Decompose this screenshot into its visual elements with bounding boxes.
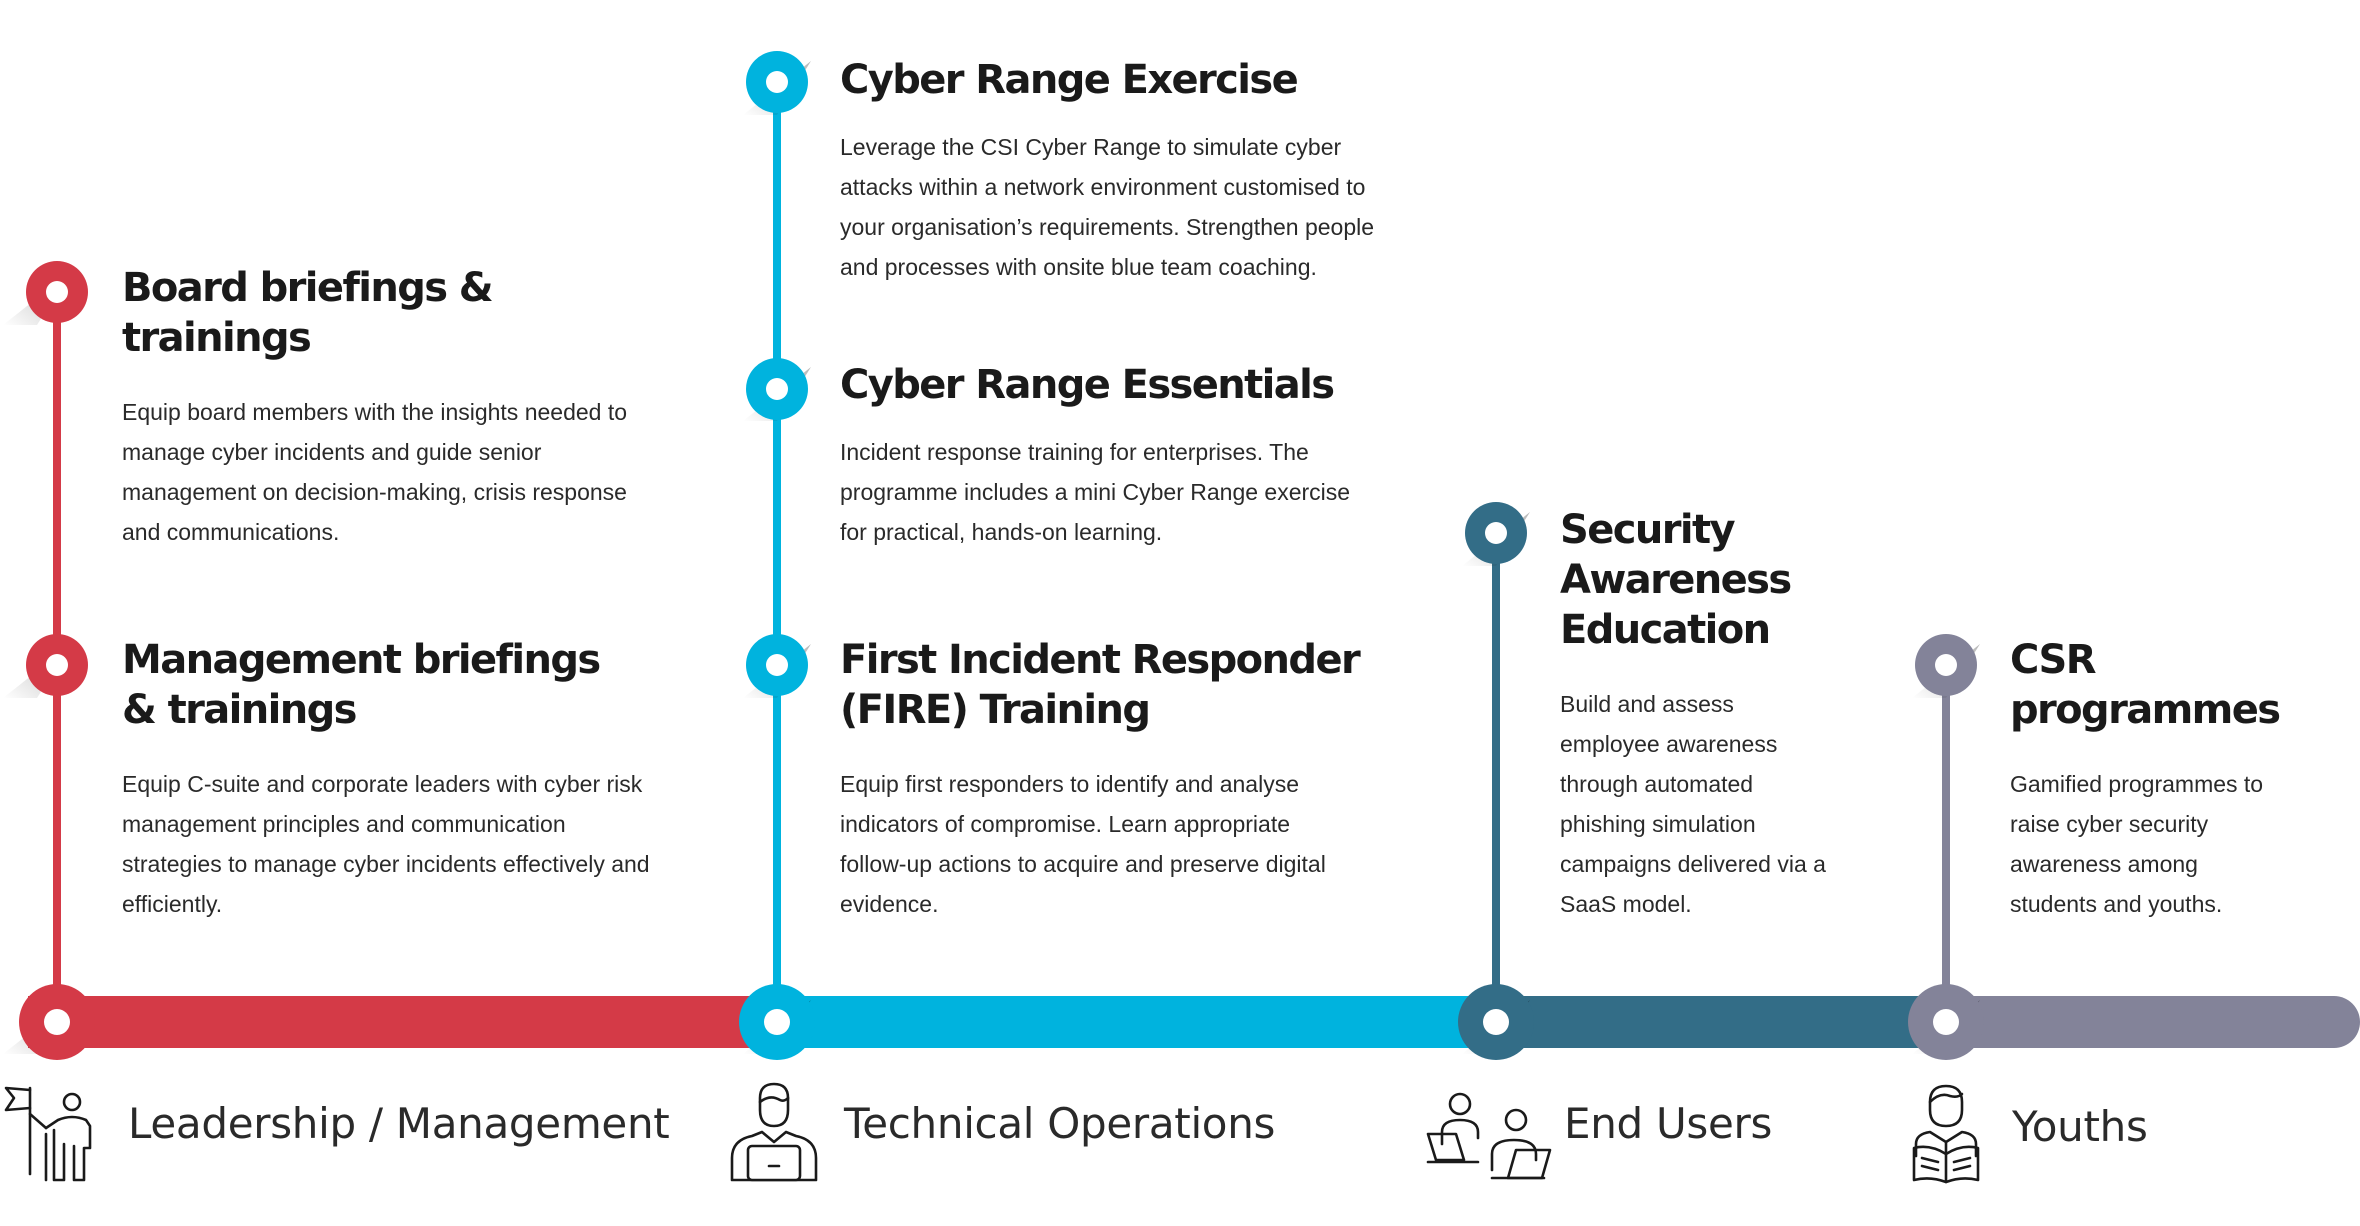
category-label-technical: Technical Operations [844,1099,1276,1148]
cyber-range-essentials-description: Incident response training for enterpris… [840,432,1350,552]
description-line: attacks within a network environment cus… [840,174,1366,200]
description-line: follow-up actions to acquire and preserv… [840,851,1326,877]
management-briefings-title: Management briefings & trainings [122,635,601,735]
description-line: management on decision-making, crisis re… [122,479,627,505]
description-line: Equip board members with the insights ne… [122,399,628,425]
description-line: Build and assess [1560,691,1734,717]
title-line: trainings [122,315,312,361]
description-line: raise cyber security [2010,811,2209,837]
title-line: & trainings [122,687,357,733]
title-line: CSR [2010,637,2097,683]
description-line: students and youths. [2010,891,2223,917]
node-technical-bar [739,984,815,1060]
description-line: for practical, hands-on learning. [840,519,1163,545]
description-line: your organisation’s requirements. Streng… [840,214,1375,240]
title-line: Education [1560,607,1771,653]
node-board-briefings [26,261,88,323]
title-line: Awareness [1560,557,1792,603]
description-line: Equip C-suite and corporate leaders with… [122,771,643,797]
node-leadership-bar [19,984,95,1060]
description-line: manage cyber incidents and guide senior [122,439,542,465]
node-end-users-bar [1458,984,1534,1060]
description-line: and communications. [122,519,340,545]
cyber-range-essentials-title: Cyber Range Essentials [840,360,1335,410]
timeline-bar-end-cap [2308,996,2360,1048]
description-line: strategies to manage cyber incidents eff… [122,851,650,877]
timeline-bar-end-users [1490,996,1960,1048]
board-briefings-title: Board briefings & trainings [122,263,494,363]
description-line: management principles and communication [122,811,566,837]
node-management-briefings [26,634,88,696]
node-fire-training [746,634,808,696]
stem-technical [773,80,781,1022]
board-briefings-description: Equip board members with the insights ne… [122,392,627,552]
description-line: and processes with onsite blue team coac… [840,254,1317,280]
description-line: employee awareness [1560,731,1778,757]
users-laptops-icon [1426,1092,1552,1180]
csr-programmes-title: CSR programmes [2010,635,2281,735]
node-youths-bar [1908,984,1984,1060]
cyber-range-exercise-title: Cyber Range Exercise [840,55,1299,105]
title-line: First Incident Responder [840,637,1361,683]
fire-training-title: First Incident Responder (FIRE) Training [840,635,1361,735]
title-line: Cyber Range Essentials [840,362,1335,408]
category-label-youths: Youths [2012,1102,2148,1151]
stem-end-users [1492,532,1500,1022]
node-cyber-range-essentials [746,358,808,420]
node-security-awareness [1465,502,1527,564]
cyber-range-exercise-description: Leverage the CSI Cyber Range to simulate… [840,127,1374,287]
student-book-icon [1912,1084,1980,1184]
node-cyber-range-exercise [746,51,808,113]
management-briefings-description: Equip C-suite and corporate leaders with… [122,764,650,924]
timeline-bar-technical [770,996,1510,1048]
leader-flag-icon [4,1086,92,1182]
title-line: programmes [2010,687,2281,733]
description-line: Gamified programmes to [2010,771,2264,797]
description-line: through automated [1560,771,1754,797]
security-awareness-description: Build and assess employee awareness thro… [1560,684,1826,924]
node-csr-programmes [1915,634,1977,696]
title-line: Security [1560,507,1736,553]
category-label-end-users: End Users [1564,1099,1773,1148]
title-line: Cyber Range Exercise [840,57,1299,103]
stem-youths [1942,664,1950,1022]
description-line: programme includes a mini Cyber Range ex… [840,479,1351,505]
fire-training-description: Equip first responders to identify and a… [840,764,1326,924]
title-line: (FIRE) Training [840,687,1151,733]
title-line: Board briefings & [122,265,494,311]
timeline-bar-youths [1940,996,2334,1048]
description-line: campaigns delivered via a [1560,851,1826,877]
description-line: awareness among [2010,851,2198,877]
category-label-leadership: Leadership / Management [128,1099,670,1148]
description-line: SaaS model. [1560,891,1692,917]
title-line: Management briefings [122,637,601,683]
security-awareness-title: Security Awareness Education [1560,505,1792,655]
timeline-bar-leadership [28,996,790,1048]
csr-programmes-description: Gamified programmes to raise cyber secur… [2010,764,2263,924]
person-laptop-icon [730,1082,818,1182]
description-line: Incident response training for enterpris… [840,439,1309,465]
description-line: indicators of compromise. Learn appropri… [840,811,1291,837]
description-line: efficiently. [122,891,223,917]
description-line: evidence. [840,891,939,917]
description-line: Equip first responders to identify and a… [840,771,1299,797]
description-line: Leverage the CSI Cyber Range to simulate… [840,134,1342,160]
description-line: phishing simulation [1560,811,1756,837]
